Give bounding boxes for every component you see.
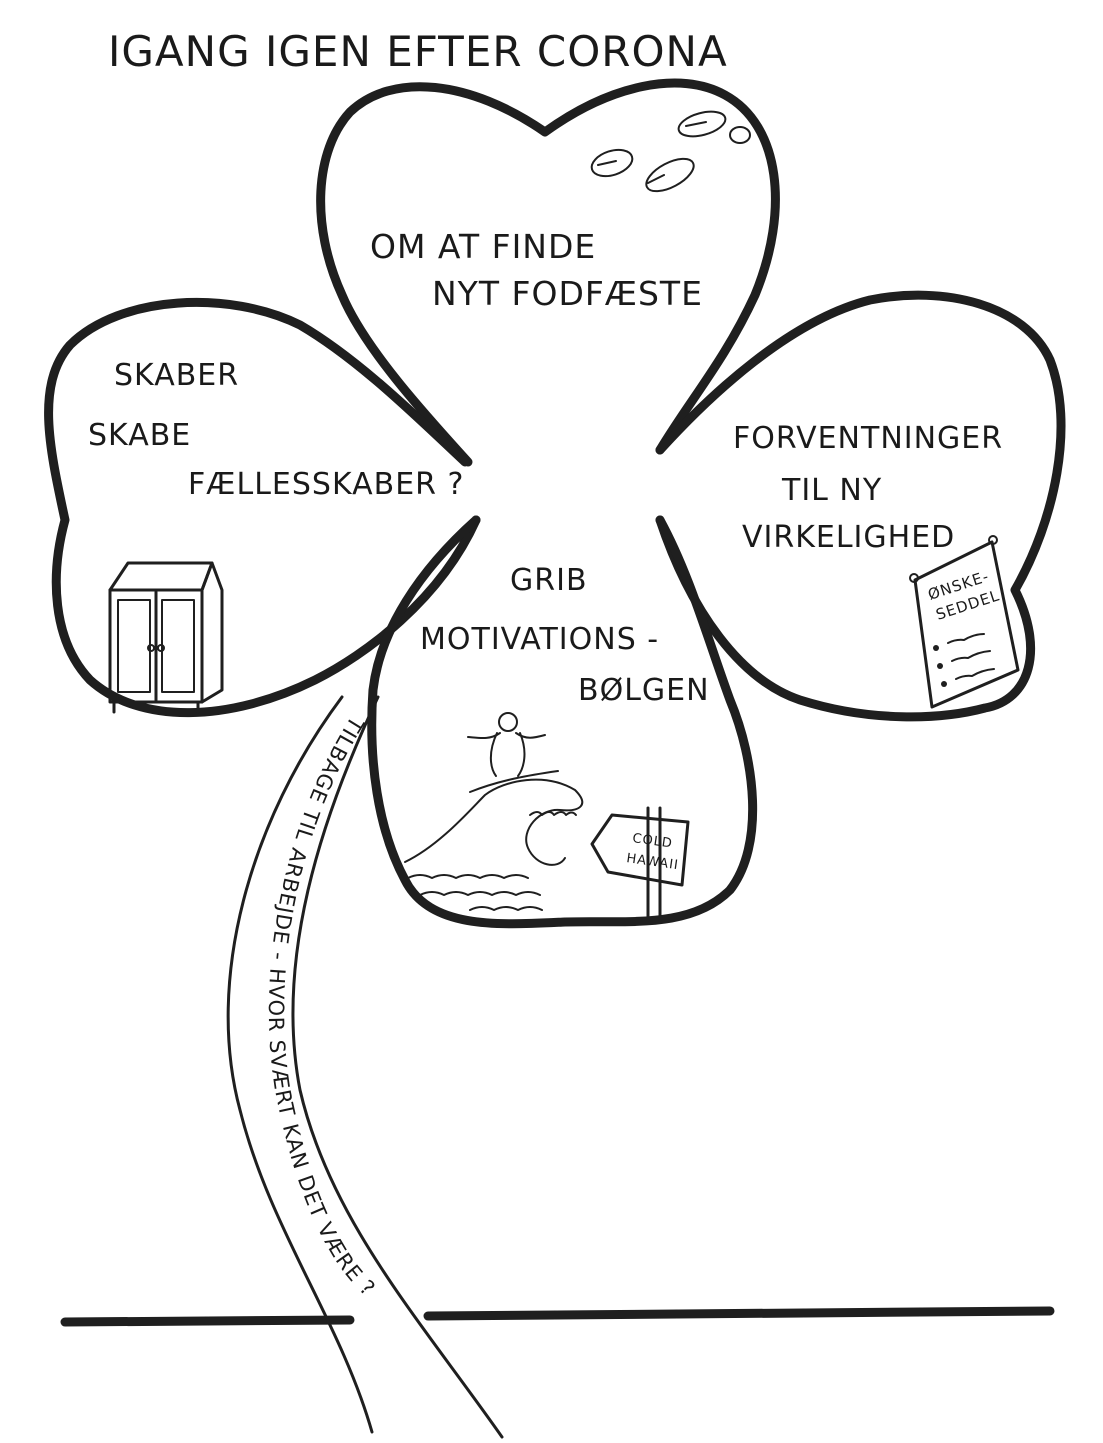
leaf-right <box>655 290 1066 722</box>
sign-line-1: COLD <box>631 831 673 851</box>
wish-list-icon: ØNSKE- SEDDEL <box>909 535 1020 709</box>
footprints-icon <box>590 110 751 193</box>
leaf-top-line-2: NYT FODFÆSTE <box>432 274 703 313</box>
leaf-top-text: OM AT FINDE NYT FODFÆSTE <box>370 227 703 313</box>
clover-leaves <box>44 78 1066 929</box>
leaf-bottom-line-1: GRIB <box>510 563 588 598</box>
leaf-bottom-line-3: BØLGEN <box>578 673 710 708</box>
leaf-left-line-2: SKABE <box>88 418 191 453</box>
leaf-bottom <box>367 515 758 929</box>
leaf-bottom-line-2: MOTIVATIONS - <box>420 622 659 657</box>
leaf-top-line-1: OM AT FINDE <box>370 227 596 266</box>
diagram-title: IGANG IGEN EFTER CORONA <box>108 27 728 76</box>
leaf-left-line-1: SKABER <box>114 358 239 393</box>
leaf-top <box>316 78 780 467</box>
leaf-right-line-1: FORVENTNINGER <box>733 421 1003 456</box>
leaf-left <box>44 297 481 718</box>
sign-line-2: HAWAII <box>625 851 679 873</box>
wardrobe-icon <box>108 561 224 714</box>
clover-stem: TILBAGE TIL ARBEJDE - HVOR SVÆRT KAN DET… <box>0 0 504 1439</box>
surfer-wave-icon <box>404 712 584 911</box>
leaf-left-text: SKABER SKABE FÆLLESSKABER ? <box>88 358 464 502</box>
leaf-right-line-3: VIRKELIGHED <box>742 520 955 555</box>
leaf-right-text: FORVENTNINGER TIL NY VIRKELIGHED <box>733 421 1003 555</box>
leaf-right-line-2: TIL NY <box>781 473 882 508</box>
cold-hawaii-sign: COLD HAWAII <box>590 806 690 922</box>
leaf-bottom-text: GRIB MOTIVATIONS - BØLGEN <box>420 563 710 708</box>
leaf-left-line-3: FÆLLESSKABER ? <box>188 467 464 502</box>
ground-line <box>60 1306 1055 1327</box>
